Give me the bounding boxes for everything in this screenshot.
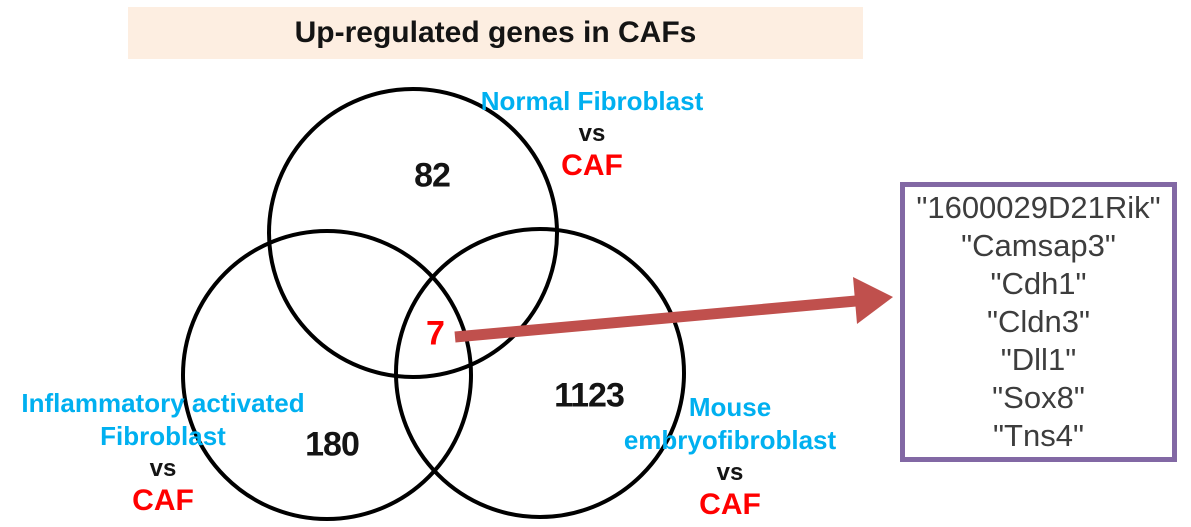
label-mouse-line1: Mouse	[688, 392, 772, 422]
gene-list-item: "Sox8"	[992, 380, 1085, 415]
figure-title: Up-regulated genes in CAFs	[294, 16, 697, 49]
circle-normal-fibroblast	[267, 87, 559, 379]
circle-mouse-embryofibroblast	[394, 227, 686, 519]
label-mouse-embryofibroblast: Mouse embryofibroblast vs CAF	[624, 391, 836, 522]
count-triple-intersection: 7	[426, 314, 445, 353]
gene-list-item: "1600029D21Rik"	[916, 190, 1161, 225]
arrow-head-icon	[853, 277, 893, 324]
label-normal-vs: vs	[578, 120, 606, 147]
gene-list-item: "Camsap3"	[961, 228, 1116, 263]
gene-list-item: "Tns4"	[993, 418, 1084, 453]
gene-list-box: "1600029D21Rik" "Camsap3" "Cdh1" "Cldn3"…	[900, 182, 1177, 462]
gene-list-item: "Cldn3"	[986, 304, 1090, 339]
label-mouse-vs: vs	[716, 459, 744, 486]
count-inflammatory-fibroblast: 180	[305, 425, 360, 464]
label-normal-line1: Normal Fibroblast	[480, 86, 704, 116]
label-mouse-caf: CAF	[699, 488, 761, 521]
count-normal-fibroblast: 82	[414, 156, 451, 195]
label-inflammatory-line2: Fibroblast	[100, 421, 226, 451]
label-inflammatory-caf: CAF	[132, 484, 194, 517]
figure-title-bar: Up-regulated genes in CAFs	[128, 7, 863, 59]
label-inflammatory-line1: Inflammatory activated	[21, 388, 305, 418]
label-mouse-line2: embryofibroblast	[623, 425, 837, 455]
label-inflammatory-vs: vs	[149, 455, 177, 482]
label-normal-caf: CAF	[561, 149, 623, 182]
gene-list-item: "Dll1"	[1000, 342, 1077, 377]
arrow-shaft	[454, 295, 857, 343]
gene-list-item: "Cdh1"	[990, 266, 1087, 301]
count-mouse-embryofibroblast: 1123	[554, 376, 625, 415]
circle-inflammatory-fibroblast	[181, 229, 473, 521]
label-normal-fibroblast: Normal Fibroblast vs CAF	[481, 85, 703, 183]
label-inflammatory-fibroblast: Inflammatory activated Fibroblast vs CAF	[21, 387, 304, 518]
